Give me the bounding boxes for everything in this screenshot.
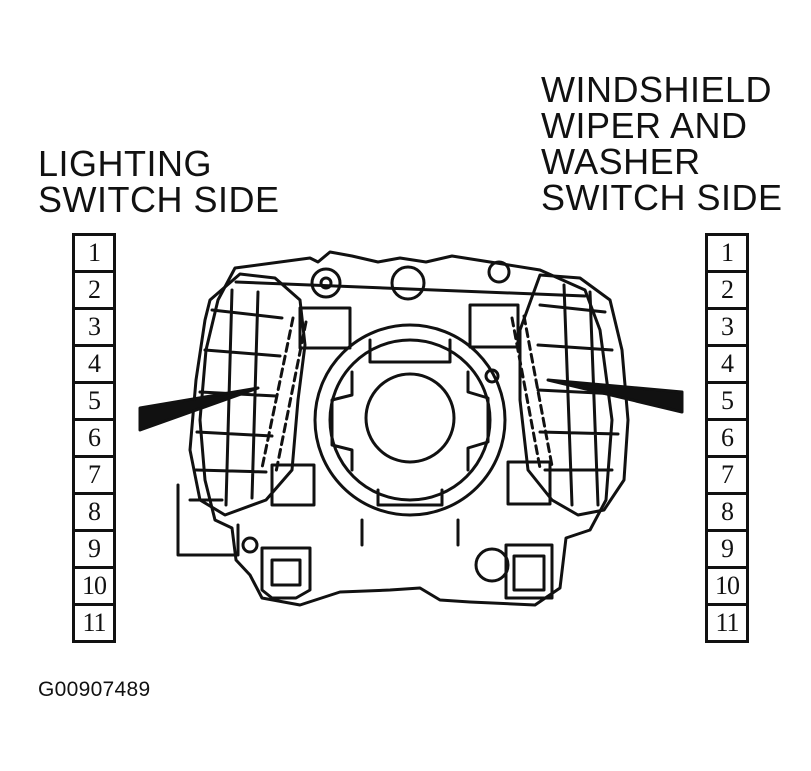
left-terminal-cell: 4 <box>75 347 113 384</box>
wiper-washer-switch-side-label: WINDSHIELD WIPER AND WASHER SWITCH SIDE <box>541 72 783 216</box>
right-label-line-1: WINDSHIELD <box>541 69 773 110</box>
left-terminal-cell: 10 <box>75 569 113 606</box>
switch-housing <box>198 250 614 607</box>
left-terminal-strip: 1 2 3 4 5 6 7 8 9 10 11 <box>72 233 116 643</box>
left-terminal-cell: 2 <box>75 273 113 310</box>
left-terminal-cell: 3 <box>75 310 113 347</box>
housing-top-edge <box>234 280 587 298</box>
left-label-line-1: LIGHTING <box>38 143 213 184</box>
right-terminal-cell: 4 <box>708 347 746 384</box>
right-terminal-cell: 8 <box>708 495 746 532</box>
left-terminal-cell: 1 <box>75 236 113 273</box>
right-terminal-cell: 5 <box>708 384 746 421</box>
right-terminal-cell: 10 <box>708 569 746 606</box>
right-housing-outline <box>518 273 630 517</box>
left-lower-bracket <box>176 483 240 557</box>
top-boss-right <box>487 260 511 284</box>
right-switch-housing <box>468 273 630 517</box>
center-ring <box>313 323 507 547</box>
right-connector-top <box>468 303 520 349</box>
center-ring-outer <box>313 323 507 517</box>
figure-id: G00907489 <box>38 678 151 701</box>
top-boss-left-inner <box>319 276 333 290</box>
center-ring-mid <box>328 338 492 502</box>
center-ring-posts <box>360 518 460 547</box>
center-ring-tab <box>368 338 452 364</box>
bottom-left-stud <box>241 536 259 554</box>
right-label-line-2: WIPER AND <box>541 105 748 146</box>
right-label-line-4: SWITCH SIDE <box>541 177 783 218</box>
left-terminal-cell: 5 <box>75 384 113 421</box>
bottom-right-boss <box>474 547 510 583</box>
right-housing-ribs <box>536 283 620 507</box>
right-housing-dot <box>484 368 500 384</box>
right-terminal-cell: 7 <box>708 458 746 495</box>
left-terminal-cell: 7 <box>75 458 113 495</box>
right-terminal-cell: 1 <box>708 236 746 273</box>
left-connector-top <box>298 306 352 350</box>
right-dashed-terminals <box>510 314 554 470</box>
right-terminal-cell: 3 <box>708 310 746 347</box>
left-terminal-cell: 9 <box>75 532 113 569</box>
top-boss-left <box>310 267 342 299</box>
center-ring-notch <box>330 370 490 472</box>
right-label-line-3: WASHER <box>541 141 701 182</box>
right-terminal-cell: 6 <box>708 421 746 458</box>
bottom-right-connector <box>504 543 554 600</box>
left-terminal-cell: 8 <box>75 495 113 532</box>
housing-outline <box>198 250 614 607</box>
left-connector-bottom <box>270 463 316 507</box>
right-terminal-cell: 11 <box>708 606 746 643</box>
right-connector-bottom <box>506 460 552 506</box>
right-terminal-strip: 1 2 3 4 5 6 7 8 9 10 11 <box>705 233 749 643</box>
bottom-connectors <box>241 536 554 600</box>
right-terminal-cell: 9 <box>708 532 746 569</box>
bottom-left-connector <box>260 546 312 600</box>
left-terminal-cell: 6 <box>75 421 113 458</box>
left-switch-housing <box>176 272 352 557</box>
lighting-switch-side-label: LIGHTING SWITCH SIDE <box>38 146 280 218</box>
center-ring-inner <box>364 372 456 464</box>
left-dashed-terminals <box>260 316 308 474</box>
center-ring-lower-tab <box>376 488 444 507</box>
left-label-line-2: SWITCH SIDE <box>38 179 280 220</box>
left-terminal-cell: 11 <box>75 606 113 643</box>
left-housing-outline <box>188 272 307 517</box>
right-pointer-arrow <box>546 378 684 414</box>
top-boss-center <box>390 265 426 301</box>
right-terminal-cell: 2 <box>708 273 746 310</box>
left-pointer-arrow <box>138 386 260 432</box>
